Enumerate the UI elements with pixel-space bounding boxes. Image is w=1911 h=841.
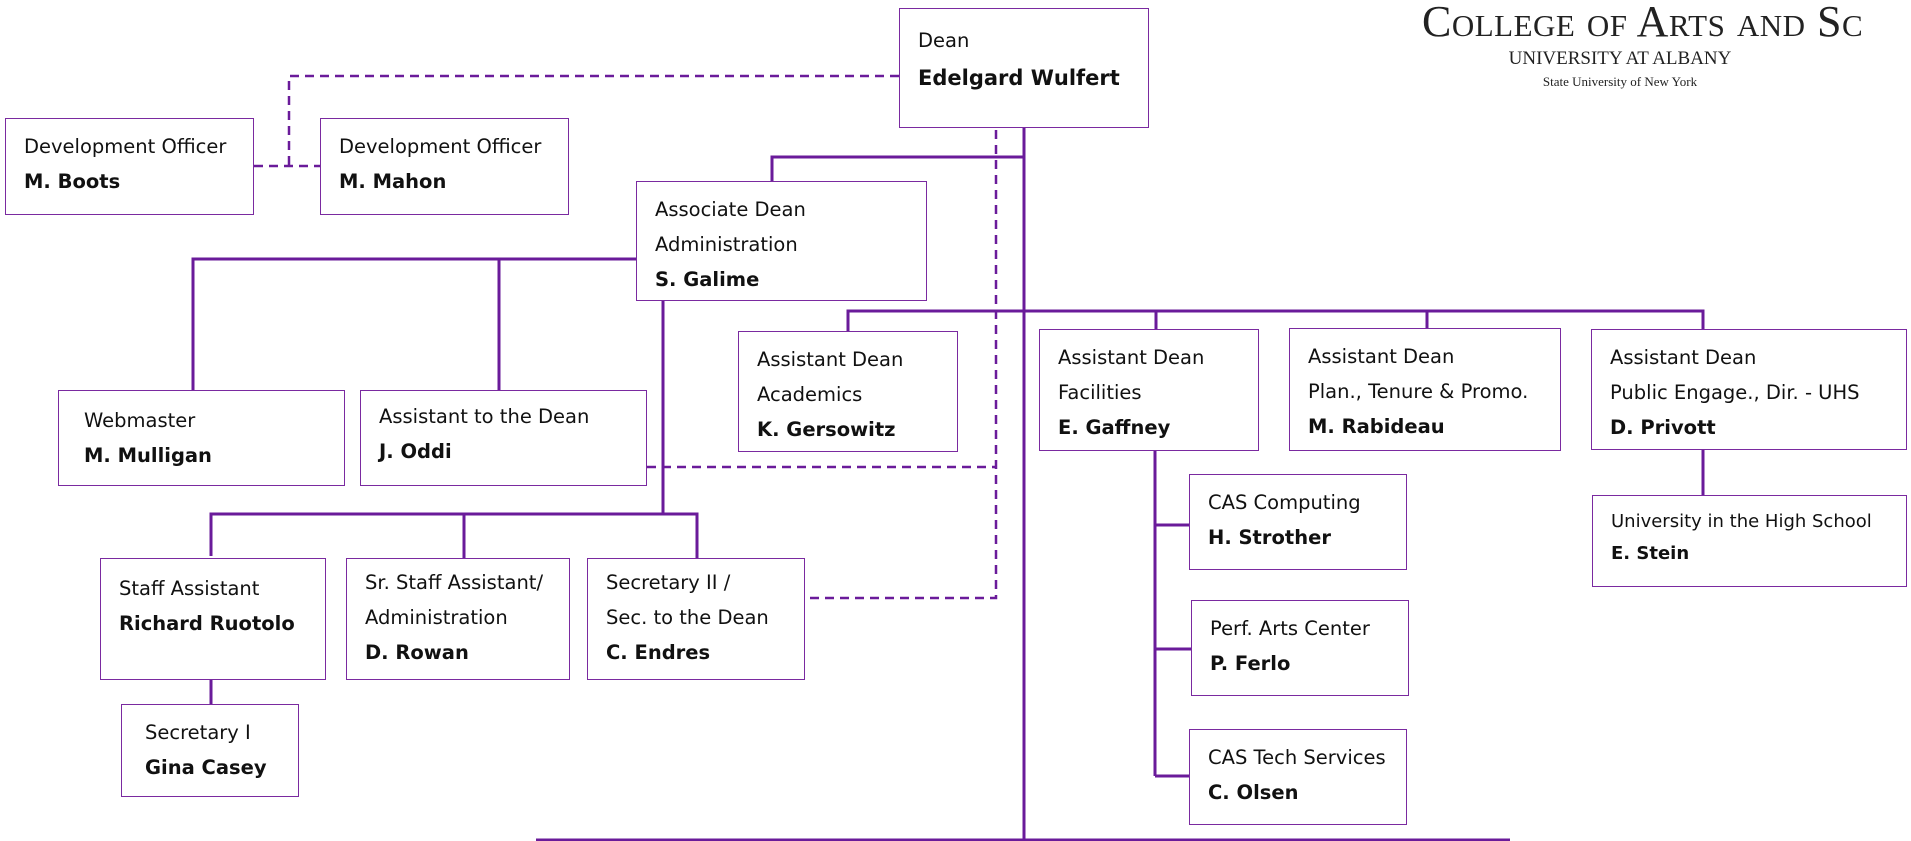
node-title: Assistant Dean bbox=[757, 348, 904, 371]
node-title: Assistant Dean bbox=[1058, 346, 1205, 369]
sec-dashed-connector bbox=[806, 130, 998, 600]
asst-deans-bus bbox=[846, 309, 1705, 331]
node-ad-academics: Assistant Dean Academics K. Gersowitz bbox=[738, 331, 958, 452]
node-name: C. Endres bbox=[606, 641, 711, 664]
node-dev-boots: Development Officer M. Boots bbox=[5, 118, 254, 215]
node-name: M. Mulligan bbox=[84, 444, 212, 467]
node-dean: Dean Edelgard Wulfert bbox=[899, 8, 1149, 128]
node-title: University in the High School bbox=[1611, 511, 1872, 532]
node-name: Gina Casey bbox=[145, 756, 267, 779]
node-dev-mahon: Development Officer M. Mahon bbox=[320, 118, 569, 215]
node-perf-arts-center: Perf. Arts Center P. Ferlo bbox=[1191, 600, 1409, 696]
node-title: Sr. Staff Assistant/ bbox=[365, 571, 544, 594]
node-name: S. Galime bbox=[655, 268, 760, 291]
node-subtitle: Public Engage., Dir. - UHS bbox=[1610, 381, 1860, 404]
node-title: Development Officer bbox=[339, 135, 542, 158]
node-secretary-two: Secretary II / Sec. to the Dean C. Endre… bbox=[587, 558, 805, 680]
node-title: Secretary I bbox=[145, 721, 251, 744]
node-sr-staff-assistant: Sr. Staff Assistant/ Administration D. R… bbox=[346, 558, 570, 680]
node-name: K. Gersowitz bbox=[757, 418, 896, 441]
node-title: Perf. Arts Center bbox=[1210, 617, 1370, 640]
node-title: Secretary II / bbox=[606, 571, 731, 594]
node-title: CAS Tech Services bbox=[1208, 746, 1386, 769]
node-title: Assistant Dean bbox=[1610, 346, 1757, 369]
node-assistant-to-dean: Assistant to the Dean J. Oddi bbox=[360, 390, 647, 486]
node-name: P. Ferlo bbox=[1210, 652, 1291, 675]
node-name: D. Privott bbox=[1610, 416, 1716, 439]
dev-dashed-connector bbox=[287, 74, 899, 166]
node-title: Webmaster bbox=[84, 409, 196, 432]
node-name: D. Rowan bbox=[365, 641, 469, 664]
node-ad-facilities: Assistant Dean Facilities E. Gaffney bbox=[1039, 329, 1259, 451]
suny-name: State University of New York bbox=[1542, 74, 1698, 89]
node-title: Associate Dean bbox=[655, 198, 806, 221]
node-title: Assistant Dean bbox=[1308, 345, 1455, 368]
node-title: Dean bbox=[918, 29, 970, 52]
node-name: C. Olsen bbox=[1208, 781, 1299, 804]
node-staff-assistant: Staff Assistant Richard Ruotolo bbox=[100, 558, 326, 680]
node-title: Staff Assistant bbox=[119, 577, 260, 600]
node-associate-dean: Associate Dean Administration S. Galime bbox=[636, 181, 927, 301]
node-name: Edelgard Wulfert bbox=[918, 66, 1120, 90]
node-ad-public-engagement: Assistant Dean Public Engage., Dir. - UH… bbox=[1591, 329, 1907, 450]
node-subtitle: Administration bbox=[365, 606, 508, 629]
node-subtitle: Facilities bbox=[1058, 381, 1142, 404]
university-name: UNIVERSITY AT ALBANY bbox=[1508, 48, 1732, 69]
assoc-left-connector bbox=[191, 257, 636, 390]
node-cas-tech-services: CAS Tech Services C. Olsen bbox=[1189, 729, 1407, 825]
node-name: M. Boots bbox=[24, 170, 121, 193]
staff-row-connector bbox=[209, 512, 699, 558]
node-ad-planning: Assistant Dean Plan., Tenure & Promo. M.… bbox=[1289, 328, 1561, 451]
node-title: Assistant to the Dean bbox=[379, 405, 590, 428]
node-name: M. Rabideau bbox=[1308, 415, 1445, 438]
node-subtitle: Sec. to the Dean bbox=[606, 606, 769, 629]
node-secretary-one: Secretary I Gina Casey bbox=[121, 704, 299, 797]
college-name: College of Arts and Sc bbox=[1422, 0, 1864, 46]
node-subtitle: Administration bbox=[655, 233, 798, 256]
node-name: Richard Ruotolo bbox=[119, 612, 295, 635]
node-webmaster: Webmaster M. Mulligan bbox=[58, 390, 345, 486]
node-title: Development Officer bbox=[24, 135, 227, 158]
node-name: E. Stein bbox=[1611, 543, 1690, 564]
node-subtitle: Academics bbox=[757, 383, 863, 406]
node-university-high-school: University in the High School E. Stein bbox=[1592, 495, 1907, 587]
node-name: J. Oddi bbox=[379, 440, 452, 463]
assoc-dean-connector bbox=[770, 155, 1024, 181]
node-cas-computing: CAS Computing H. Strother bbox=[1189, 474, 1407, 570]
node-name: H. Strother bbox=[1208, 526, 1331, 549]
node-title: CAS Computing bbox=[1208, 491, 1361, 514]
node-subtitle: Plan., Tenure & Promo. bbox=[1308, 380, 1529, 403]
node-name: M. Mahon bbox=[339, 170, 447, 193]
node-name: E. Gaffney bbox=[1058, 416, 1171, 439]
